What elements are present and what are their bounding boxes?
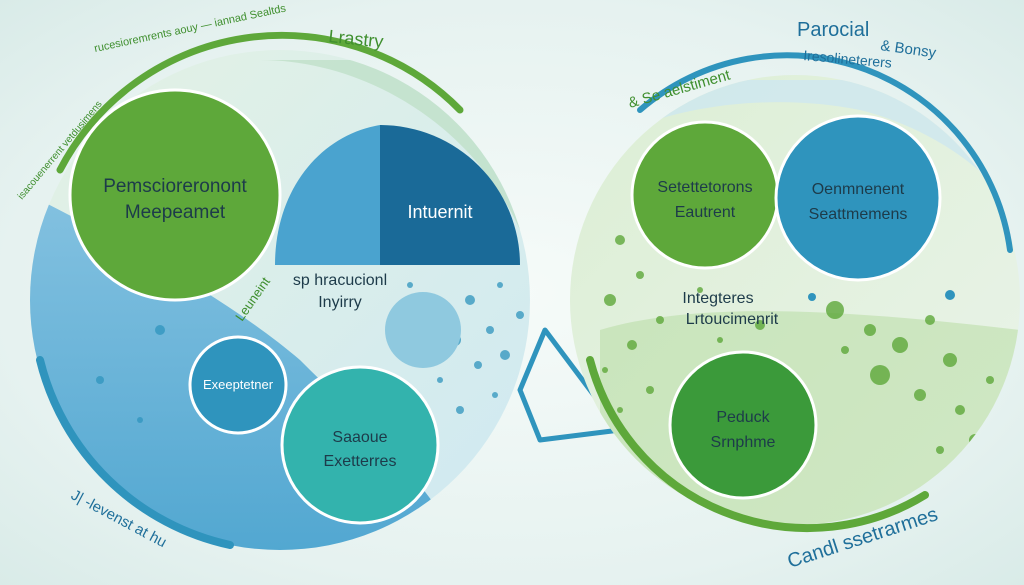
left-small-circle [188, 335, 288, 435]
right-center-label-2: Lrtoucimenrit [686, 311, 779, 328]
left-small-circle-label: Exeeptetner [203, 377, 274, 392]
left-arc-text-top-small: rucesioremrents aouy — iannad Sealtds [93, 2, 287, 55]
right-top-light-region [590, 80, 1020, 220]
left-bottom-circle-label-2: Exetterres [324, 453, 397, 470]
right-corner-label-2: Iresolineterers [803, 47, 893, 71]
right-top-left-label-1: Setettetorons [657, 179, 752, 196]
right-corner-label-1: Parocial [797, 19, 869, 41]
left-top-circle-label-2: Meepeamet [125, 202, 226, 223]
right-top-right-circle [774, 114, 942, 282]
right-bottom-label-2: Srnphme [711, 434, 776, 451]
left-top-right-segment [380, 125, 520, 265]
right-group: Setettetorons Eautrent Oenmnenent Seattm… [570, 19, 1020, 573]
right-outer-arc-green [586, 356, 929, 533]
left-top-circle [68, 88, 282, 302]
right-blue-dots [808, 290, 955, 301]
left-center-label-2: Inyirry [318, 294, 362, 311]
left-segment-label: Intuernit [407, 202, 472, 222]
left-bottom-circle [280, 365, 440, 525]
left-top-circle-label-1: Pemscioreronont [103, 176, 247, 197]
left-outer-arc-green [56, 31, 464, 174]
right-bottom-circle [668, 350, 818, 500]
right-center-label-1: Integteres [682, 290, 753, 307]
right-outer-arc-blue [637, 52, 1013, 253]
left-group: Pemscioreronont Meepeamet Intuernit sp h… [16, 2, 623, 551]
left-top-mid-segment [275, 125, 380, 265]
right-top-right-label-1: Oenmnenent [812, 181, 905, 198]
left-outer-arc-blue [36, 356, 234, 549]
right-bottom-label-1: Peduck [716, 409, 770, 426]
right-top-left-label-2: Eautrent [675, 204, 736, 221]
left-dot-cluster [96, 282, 524, 423]
left-bottom-circle-label-1: Saaoue [332, 429, 387, 446]
right-top-right-label-2: Seattmemens [809, 206, 908, 223]
left-mid-gray-circle [385, 292, 461, 368]
left-center-label-1: sp hracucionl [293, 272, 387, 289]
left-arc-label-top: Lrastry [328, 26, 385, 52]
